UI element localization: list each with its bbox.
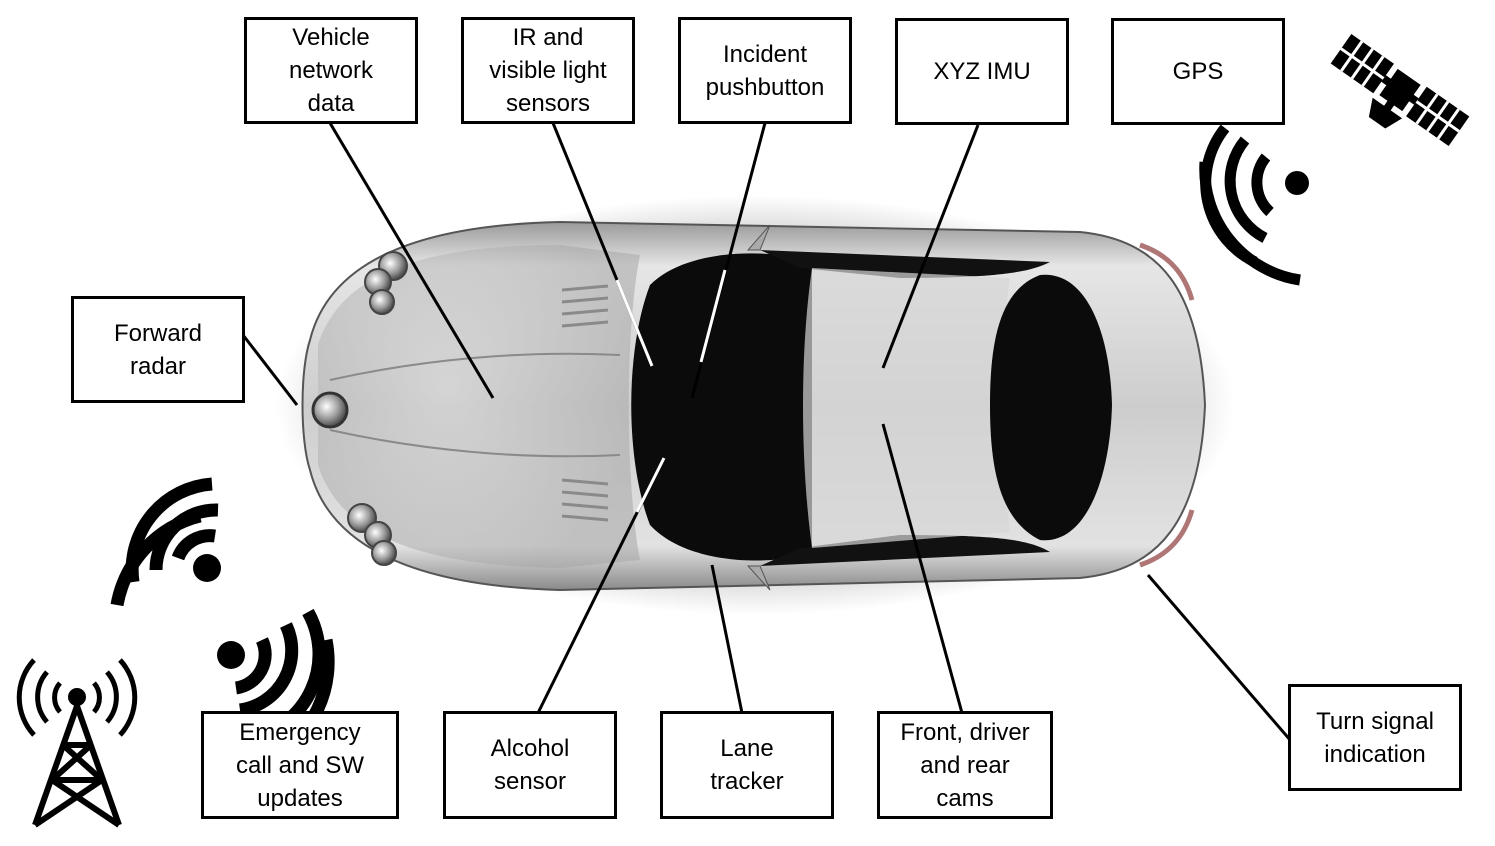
label-xyz-imu: XYZ IMU: [895, 18, 1069, 125]
leader-lane: [710, 564, 744, 714]
label-vehicle-network-data: Vehicle network data: [244, 17, 418, 124]
label-gps-text: GPS: [1172, 58, 1224, 85]
label-gps: GPS: [1111, 18, 1285, 125]
label-lane-tracker: Lane tracker: [660, 711, 834, 819]
label-alcohol-text: Alcohol sensor: [490, 735, 570, 795]
leader-vehicle-network: [328, 122, 495, 399]
leader-highlights: [615, 269, 727, 513]
label-incident-pushbutton: Incident pushbutton: [678, 17, 852, 124]
leader-turn-signal: [1146, 574, 1293, 742]
label-forward-radar: Forward radar: [71, 296, 245, 403]
label-ir-sensors-text: IR and visible light sensors: [489, 24, 607, 117]
label-imu-text: XYZ IMU: [933, 58, 1031, 85]
label-lane-text: Lane tracker: [710, 735, 784, 795]
label-turn-signal-text: Turn signal indication: [1316, 707, 1434, 768]
label-ir-visible-light-sensors: IR and visible light sensors: [461, 17, 635, 124]
leader-cams: [881, 423, 964, 714]
label-alcohol-sensor: Alcohol sensor: [443, 711, 617, 819]
label-cams-text: Front, driver and rear cams: [900, 718, 1030, 812]
label-incident-text: Incident pushbutton: [705, 40, 825, 101]
cell-tower-icon: [16, 658, 138, 828]
label-vehicle-network-text: Vehicle network data: [288, 24, 374, 117]
label-front-driver-rear-cams: Front, driver and rear cams: [877, 711, 1053, 819]
label-forward-radar-text: Forward radar: [113, 319, 203, 380]
leader-forward-radar: [241, 334, 299, 406]
leader-imu: [881, 124, 980, 369]
satellite-icon: [1330, 33, 1470, 147]
label-turn-signal-indication: Turn signal indication: [1288, 684, 1462, 791]
label-emergency-text: Emergency call and SW updates: [235, 718, 365, 812]
label-emergency-call: Emergency call and SW updates: [201, 711, 399, 819]
car-image: [275, 195, 1235, 615]
gps-signal-waves-icon: [1199, 124, 1309, 286]
